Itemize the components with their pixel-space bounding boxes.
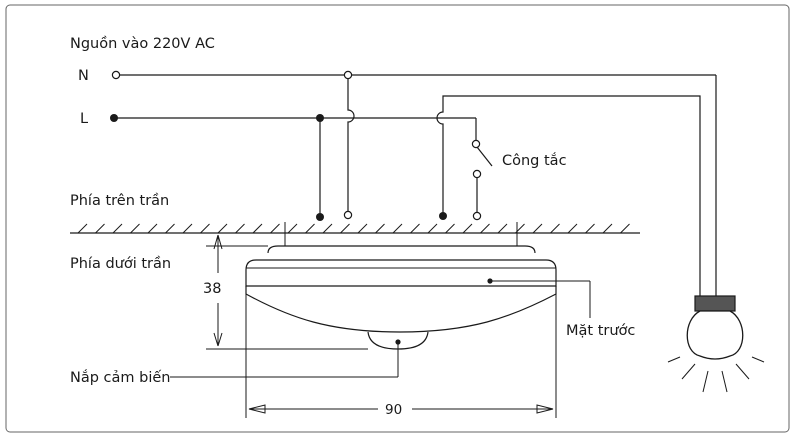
ceiling-hatch-mark — [287, 223, 298, 234]
switch-top-contact — [471, 139, 481, 149]
below-ceiling-label: Phía dưới trần — [70, 256, 171, 272]
switch-label: Công tắc — [502, 152, 567, 169]
ceiling-hatch-mark — [305, 223, 315, 234]
ceiling-hatch-mark — [620, 223, 630, 234]
sensor-lamp-terminal — [439, 212, 447, 220]
switch — [471, 118, 493, 221]
ceiling-hatch-mark — [112, 223, 123, 234]
lamp-icon — [667, 295, 765, 393]
switch-lever — [476, 146, 493, 167]
ceiling-hatch-mark — [427, 223, 438, 234]
lamp-bulb — [686, 310, 744, 360]
ceiling-hatch-mark — [567, 223, 578, 234]
terminal-n-label: N — [78, 68, 89, 84]
above-ceiling-label: Phía trên trần — [70, 193, 169, 209]
neutral-terminal-open-dot — [111, 70, 121, 80]
frame-border — [5, 4, 790, 433]
lamp-output-wire — [436, 95, 701, 296]
ceiling-hatch-mark — [77, 223, 88, 234]
width-dimension-value: 90 — [385, 402, 402, 418]
power-input-title: Nguồn vào 220V AC — [70, 35, 215, 52]
ceiling-hatch-mark — [130, 223, 140, 234]
ceiling-hatch-mark — [95, 223, 105, 234]
sensor-body — [245, 222, 557, 350]
ceiling-hatch-mark — [392, 223, 403, 234]
switch-bottom-contact — [472, 169, 482, 179]
terminal-l-label: L — [80, 111, 88, 127]
ceiling — [70, 223, 640, 234]
ceiling-hatch-mark — [200, 223, 210, 234]
ceiling-hatch-mark — [182, 223, 193, 234]
ceiling-hatch-mark — [357, 223, 368, 234]
ceiling-hatch-mark — [497, 223, 508, 234]
ceiling-hatch-mark — [235, 223, 245, 234]
sensor-cover-label: Nắp cảm biến — [70, 369, 170, 386]
neutral-junction-dot — [343, 70, 353, 80]
ceiling-hatch-mark — [252, 223, 263, 234]
sensor-l-terminal — [316, 213, 324, 221]
ceiling-hatch-mark — [480, 223, 490, 234]
sensor-switch-terminal — [472, 211, 482, 221]
ceiling-hatch-mark — [147, 223, 158, 234]
ceiling-hatch-mark — [340, 223, 350, 234]
ceiling-hatch-mark — [602, 223, 613, 234]
ceiling-hatch-mark — [445, 223, 455, 234]
ceiling-hatch-mark — [322, 223, 333, 234]
sensor-n-terminal — [343, 210, 353, 220]
live-wire — [110, 114, 476, 221]
ceiling-hatch-mark — [375, 223, 385, 234]
ceiling-hatch-mark — [585, 223, 595, 234]
ceiling-hatch-mark — [550, 223, 560, 234]
front-face-label: Mặt trước — [566, 323, 635, 339]
ceiling-hatch-mark — [462, 223, 473, 234]
width-dimension — [245, 294, 557, 418]
lamp-rays — [667, 356, 765, 393]
ceiling-hatch-mark — [165, 223, 175, 234]
lamp-cap — [694, 295, 736, 312]
neutral-wire — [111, 70, 717, 296]
ceiling-hatch-mark — [410, 223, 420, 234]
ceiling-hatch-mark — [217, 223, 228, 234]
height-dimension-value: 38 — [203, 281, 221, 297]
ceiling-hatch-mark — [270, 223, 280, 234]
height-dimension — [206, 234, 368, 350]
ceiling-hatch-mark — [532, 223, 543, 234]
